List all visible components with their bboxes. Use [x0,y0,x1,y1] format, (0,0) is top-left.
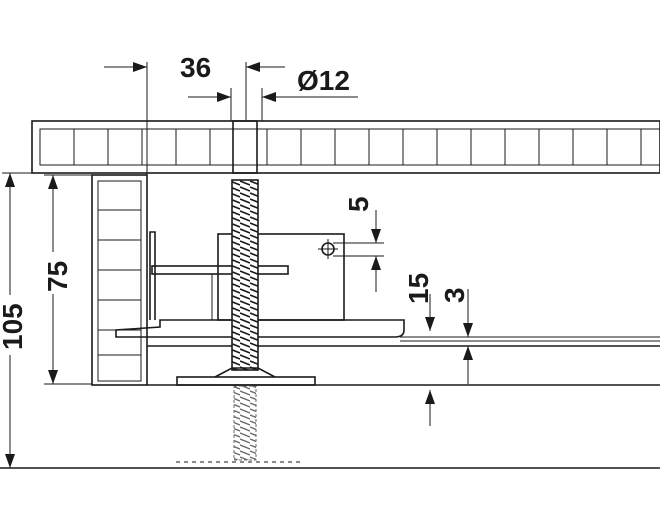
side-profile [91,174,148,386]
dim-label-diameter-12: Ø12 [297,65,350,96]
mounting-bracket [115,231,405,338]
dimension-15: 15 [403,273,435,426]
dim-label-75: 75 [42,261,73,292]
dimension-3: 3 [439,287,473,384]
dim-label-5: 5 [343,196,374,212]
top-panel-cells [39,129,642,165]
dim-label-15: 15 [403,273,434,304]
dimension-diameter-12: Ø12 [188,65,358,121]
dim-label-36: 36 [180,52,211,83]
dim-label-3: 3 [439,287,470,303]
dim-label-105: 105 [0,303,28,350]
dimension-75: 75 [38,174,92,385]
dimension-105: 105 [0,172,32,468]
dimension-5: 5 [333,196,384,292]
top-panel [31,120,660,174]
threaded-rod [231,120,259,461]
foot-plate [176,367,316,463]
dimension-36: 36 [104,52,285,175]
